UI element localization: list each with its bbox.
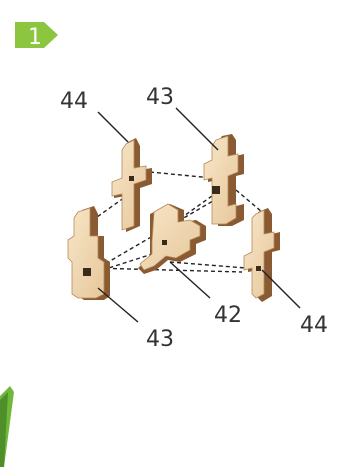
part-43-top-center xyxy=(204,134,244,226)
step-number: 1 xyxy=(28,25,42,50)
part-44-top-left xyxy=(112,138,152,232)
part-43-bottom-left xyxy=(68,206,110,300)
part-44-bottom-right xyxy=(244,208,280,302)
callout-42-bottom-center: 42 xyxy=(214,303,242,328)
step-badge: 1 xyxy=(15,22,58,50)
callout-43-bottom-left: 43 xyxy=(146,327,174,352)
callout-44-top-left: 44 xyxy=(60,89,88,114)
green-panel-corner xyxy=(0,386,14,467)
callout-44-bottom-right: 44 xyxy=(300,313,328,338)
callout-43-top-center: 43 xyxy=(146,85,174,110)
